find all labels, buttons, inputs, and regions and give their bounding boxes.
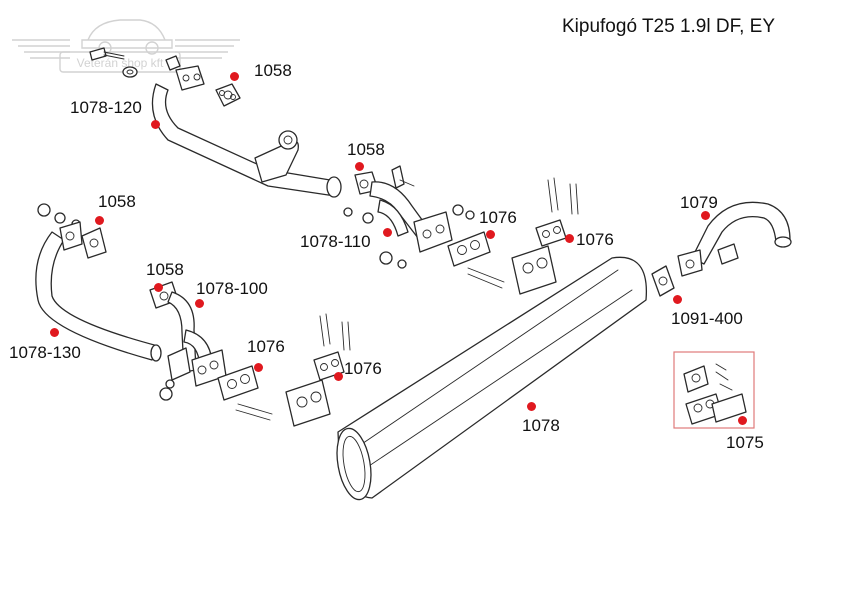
callout-marker: [526, 401, 536, 411]
callout-marker: [253, 362, 263, 372]
callout-marker: [229, 71, 239, 81]
callout-marker: [737, 415, 747, 425]
callout-marker: [150, 119, 160, 129]
callout-marker: [354, 161, 364, 171]
logo-text: Veterán shop kft: [77, 56, 164, 70]
callout-marker: [49, 327, 59, 337]
part-label-1078-130: 1078-130: [9, 343, 81, 362]
front-pipe-1078-120: [89, 47, 342, 198]
callout-marker: [485, 229, 495, 239]
gasket-1076-left: [217, 313, 351, 427]
front-pipe-1078-110: [343, 165, 453, 269]
front-pipe-1078-100: [149, 281, 227, 401]
callout-marker: [564, 233, 574, 243]
part-label-1075: 1075: [726, 433, 764, 452]
gasket-1091-400: [651, 265, 675, 297]
logo: Veterán shop kft: [12, 19, 240, 73]
gasket-1058-left: [81, 227, 107, 259]
part-label-1078-120: 1078-120: [70, 98, 142, 117]
part-label-1079: 1079: [680, 193, 718, 212]
part-label-1076: 1076: [576, 230, 614, 249]
part-label-1076: 1076: [479, 208, 517, 227]
gasket-1058-top: [215, 83, 241, 107]
part-label-1078-100: 1078-100: [196, 279, 268, 298]
callout-marker: [333, 371, 343, 381]
part-label-1058: 1058: [146, 260, 184, 279]
rear-pipe-1078-130: [35, 203, 162, 362]
muffler-1078: [336, 256, 648, 501]
callout-marker: [153, 282, 163, 292]
part-label-1058: 1058: [98, 192, 136, 211]
diagram-title: Kipufogó T25 1.9l DF, EY: [562, 16, 775, 37]
part-label-1091-400: 1091-400: [671, 309, 743, 328]
tail-pipe-1079: [677, 201, 792, 277]
gasket-kit-1075: [673, 351, 755, 429]
callout-marker: [672, 294, 682, 304]
part-label-1076: 1076: [247, 337, 285, 356]
callout-marker: [382, 227, 392, 237]
callout-marker: [94, 215, 104, 225]
gasket-1076-mid: [447, 177, 579, 295]
callout-marker: [700, 210, 710, 220]
part-label-1058: 1058: [254, 61, 292, 80]
part-label-1058: 1058: [347, 140, 385, 159]
part-label-1076: 1076: [344, 359, 382, 378]
part-label-1078-110: 1078-110: [300, 232, 371, 251]
part-label-1078: 1078: [522, 416, 560, 435]
callout-marker: [194, 298, 204, 308]
